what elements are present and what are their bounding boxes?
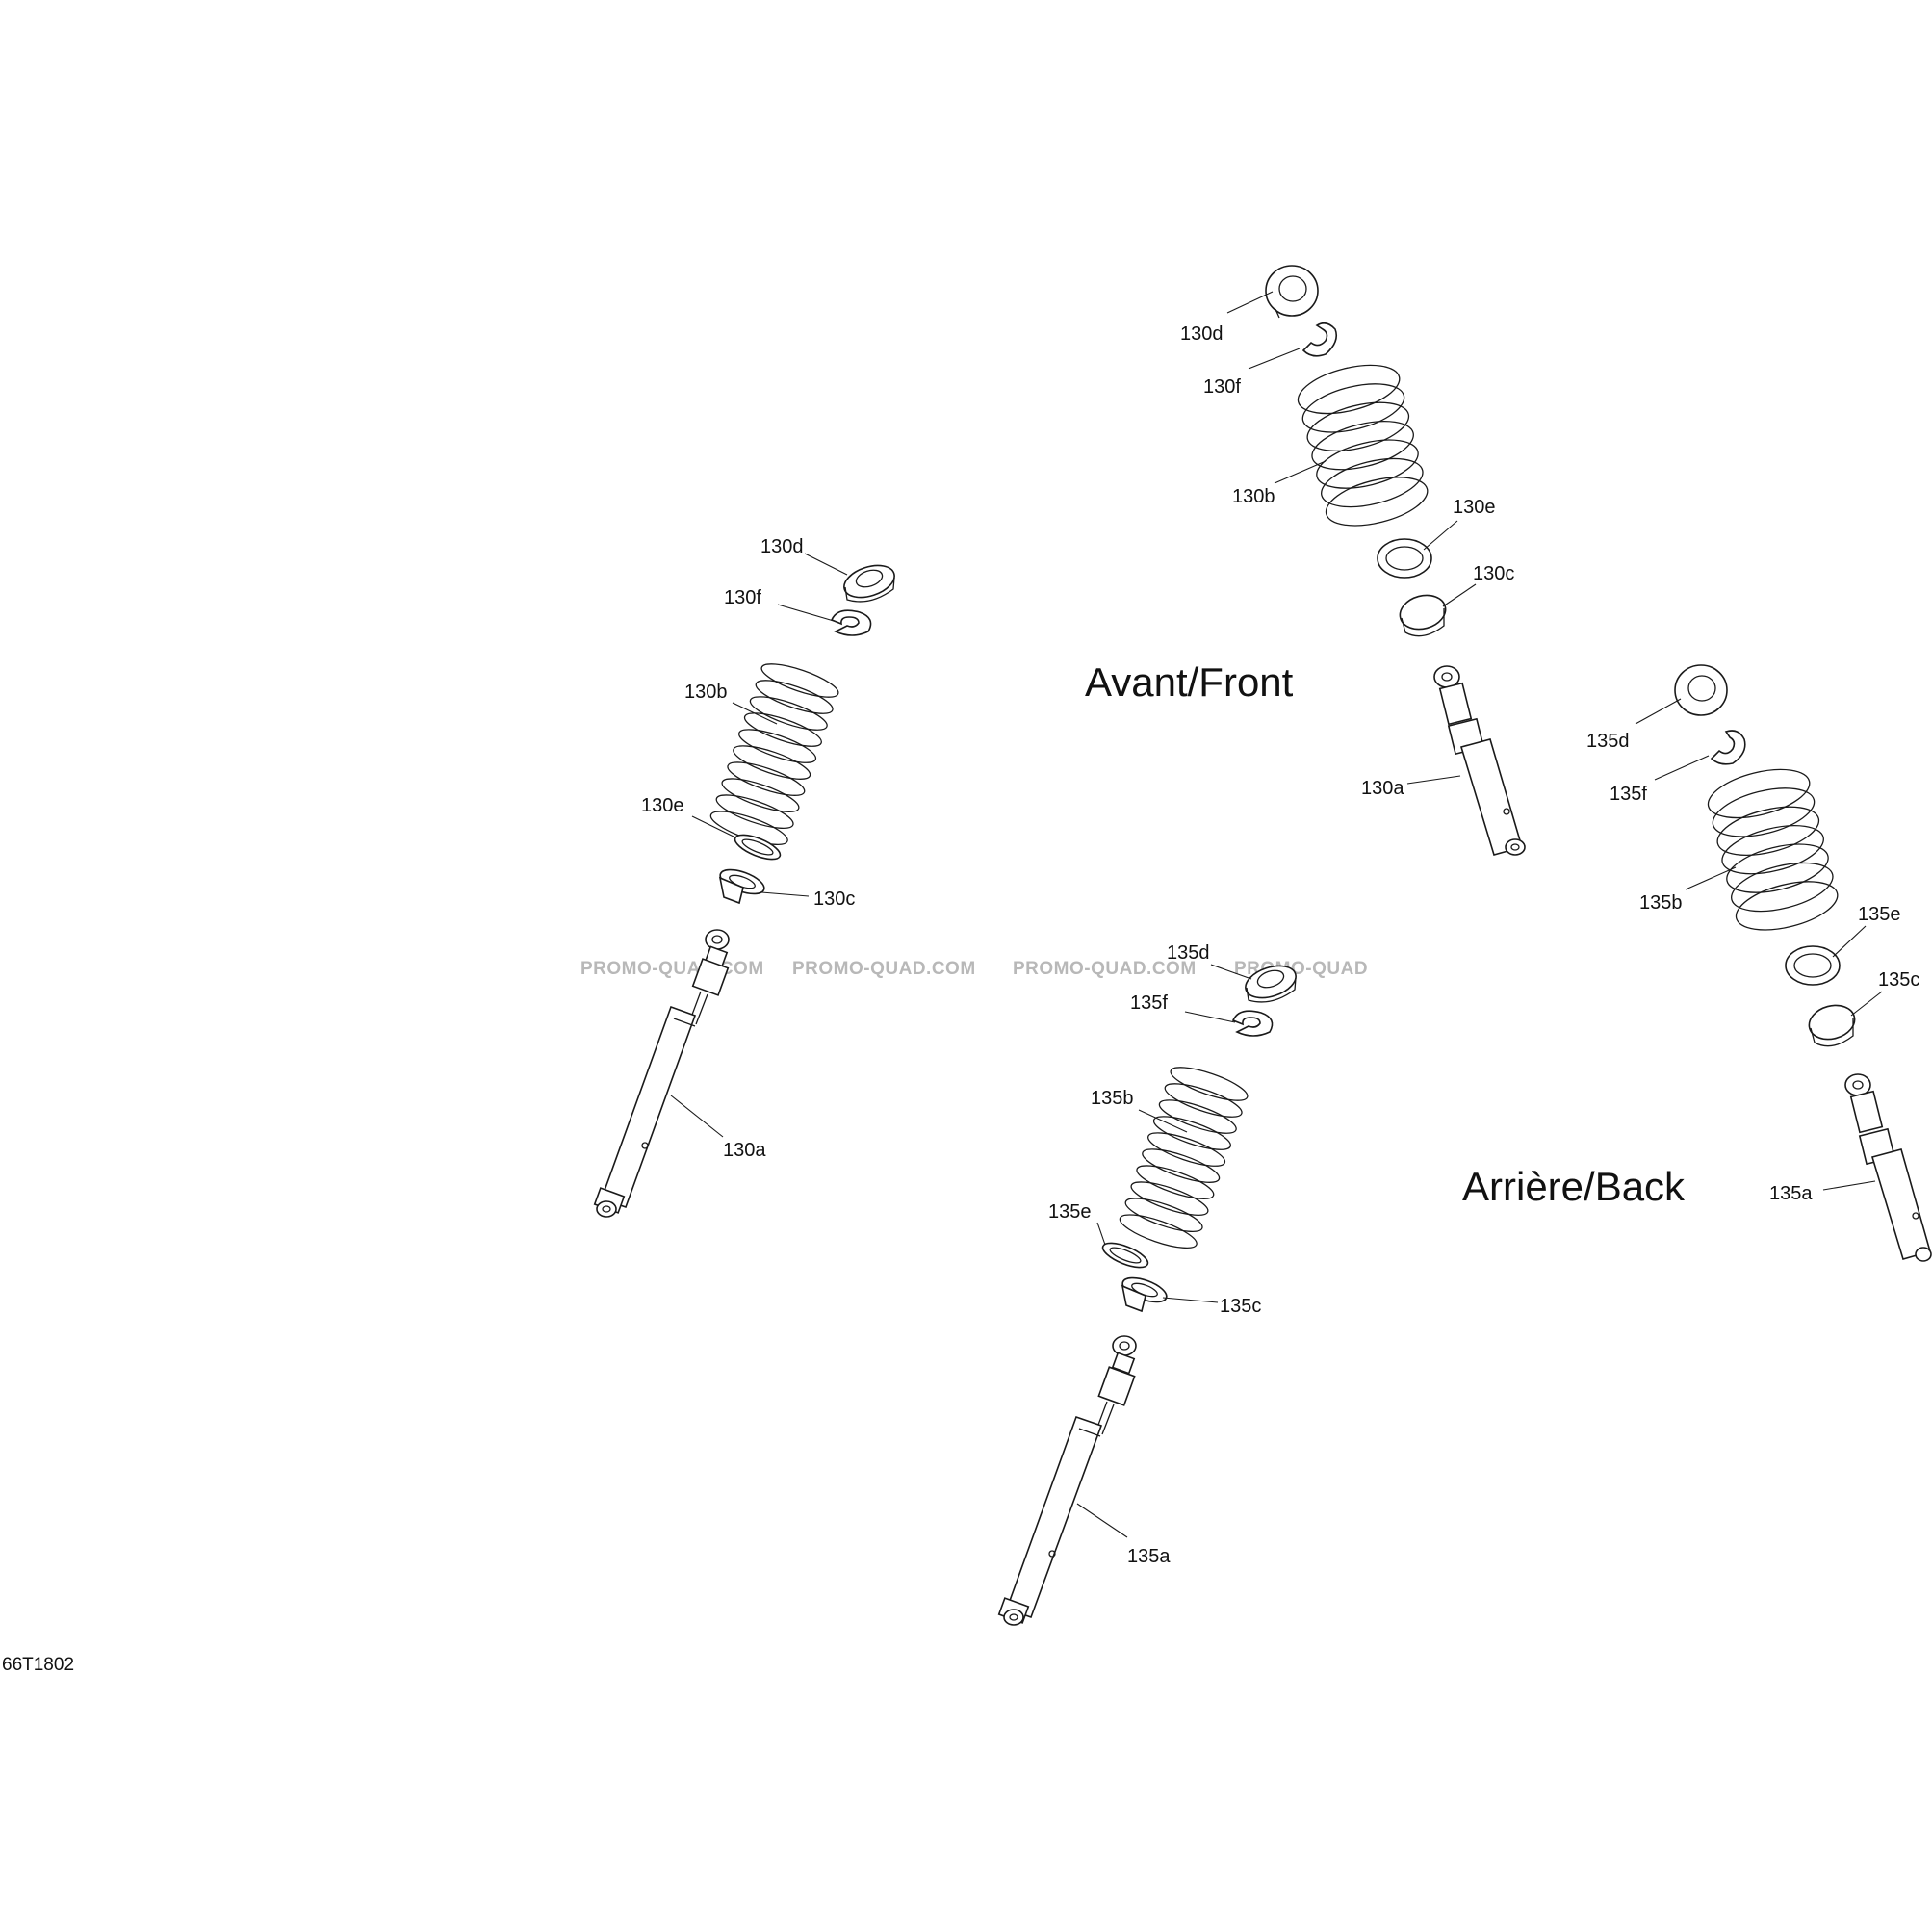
coil-spring-130b [1297,364,1429,527]
leader-130e-top [1423,520,1458,551]
callout-130a-top: 130a [1361,778,1404,799]
leader-135e-mid [1096,1222,1106,1246]
callout-130c-top: 130c [1473,563,1514,584]
callout-130d-top: 130d [1180,323,1224,345]
callout-135b-mid: 135b [1091,1088,1134,1109]
spring-cup-135d [1674,664,1728,716]
coil-spring-130b [709,663,839,846]
callout-130a-left: 130a [723,1140,766,1161]
callout-130b-left: 130b [684,682,728,703]
leader-135b-mid [1138,1109,1188,1133]
leader-130a-left [670,1095,724,1138]
callout-135c-right: 135c [1878,969,1919,991]
leader-135f-right [1654,755,1710,781]
leader-130b-left [732,702,778,725]
watermark-3: PROMO-QUAD.COM [1013,959,1197,979]
leader-130c-left [760,891,810,897]
callout-135f-mid: 135f [1130,992,1168,1014]
collar-130c [1399,594,1447,637]
coil-spring-135b [1707,768,1839,931]
callout-135a-right: 135a [1769,1183,1813,1204]
callout-135b-right: 135b [1639,892,1683,914]
callout-130e-top: 130e [1453,497,1496,518]
callout-130d-left: 130d [760,536,804,557]
leader-135c-right [1850,991,1883,1017]
callout-130f-left: 130f [724,587,761,608]
callout-135d-right: 135d [1586,731,1630,752]
callout-130e-left: 130e [641,795,684,816]
leader-135d-right [1635,698,1682,725]
washer-135e [1101,1242,1149,1269]
leader-130c-top [1442,583,1477,607]
leader-135a-right [1822,1180,1876,1191]
clip-135f [1710,730,1746,765]
washer-130e [1377,538,1432,579]
callout-130c-left: 130c [813,889,855,910]
callout-135d-mid: 135d [1167,942,1210,964]
assembly-top-front: 130d 130f 130b 130e 130c 130a [1180,265,1526,856]
front-section-title: Avant/Front [1085,659,1294,705]
leader-130d-top [1226,291,1274,314]
drawing-id: 66T1802 [2,1655,74,1675]
leader-130b-top [1274,460,1327,484]
callout-135e-right: 135e [1858,904,1901,925]
collar-135c [1121,1276,1168,1313]
assembly-left-front: 130d 130f 130b 130e 130c 130a [593,536,895,1218]
shock-absorber-130a [593,929,730,1218]
clip-135f [1231,1010,1274,1037]
callout-130b-top: 130b [1232,486,1275,507]
assembly-mid-back: 135d 135f 135b 135e 135c 135a [997,942,1297,1626]
leader-135e-right [1832,925,1867,958]
callout-135f-right: 135f [1610,784,1647,805]
callout-130f-top: 130f [1203,376,1241,398]
shock-absorber-135a [997,1335,1137,1626]
shock-absorber-130a [1433,665,1526,856]
watermark-2: PROMO-QUAD.COM [792,959,976,979]
washer-135e [1785,945,1841,986]
leader-135a-mid [1076,1503,1128,1538]
spring-cup-135d [1245,965,1297,1003]
clip-130f [830,609,872,636]
callout-135e-mid: 135e [1048,1201,1092,1223]
leader-130a-top [1406,775,1461,785]
leader-135c-mid [1162,1297,1219,1303]
clip-130f [1301,322,1338,357]
collar-130c [718,868,765,905]
watermark-1: PROMO-QUAD.COM [580,959,764,979]
assembly-right-back: 135d 135f 135b 135e 135c 135a [1586,664,1932,1262]
shock-absorber-135a [1844,1073,1932,1262]
leader-130f-top [1248,348,1301,370]
leader-130e-left [691,815,736,838]
collar-135c [1808,1004,1856,1047]
callout-135a-mid: 135a [1127,1546,1171,1567]
spring-cup-130d [1265,265,1319,319]
coil-spring-135b [1119,1067,1249,1249]
leader-135f-mid [1184,1011,1236,1023]
spring-cup-130d [843,564,895,603]
leader-130f-left [777,604,835,622]
back-section-title: Arrière/Back [1462,1164,1686,1209]
leader-130d-left [804,553,848,576]
leader-135b-right [1685,866,1737,890]
callout-135c-mid: 135c [1220,1296,1261,1317]
washer-130e [734,834,782,861]
leader-135d-mid [1210,964,1252,980]
